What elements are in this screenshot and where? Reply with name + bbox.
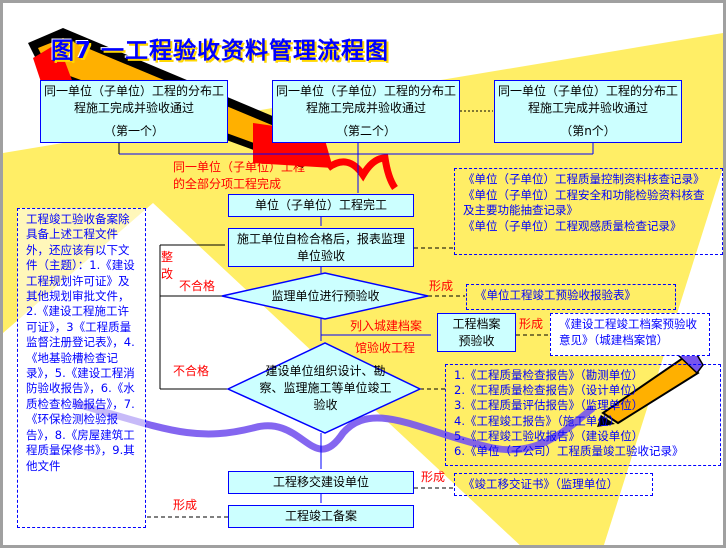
label-archive-1: 列入城建档案: [350, 319, 423, 333]
report-item: 2.《工程质量检查报告》（设计单位）: [454, 383, 644, 398]
top-box-sub: （第一个）: [103, 124, 164, 138]
label-form-3: 形成: [421, 470, 446, 484]
top-box-2: 同一单位（子单位）工程的分布工程施工完成并验收通过 （第二个）: [272, 80, 460, 143]
report-item: 3.《工程质量评估报告》（监理单位）: [454, 398, 644, 413]
decision-pre-accept: [221, 272, 429, 320]
box-completed: 单位（子单位）工程完工: [228, 194, 414, 217]
report-item: 1.《工程质量检查报告》（勘测单位）: [454, 368, 644, 382]
report-item: 6.《单位（子公司）工程质量竣工验收记录》: [454, 444, 684, 459]
label-form-1: 形成: [429, 279, 454, 293]
top-box-sub: （第n个）: [560, 124, 616, 138]
top-box-1: 同一单位（子单位）工程的分布工程施工完成并验收通过 （第一个）: [40, 80, 228, 143]
reports-list: 1.《工程质量检查报告》（勘测单位） 2.《工程质量检查报告》（设计单位） 3.…: [445, 364, 721, 466]
label-form-4: 形成: [173, 498, 198, 512]
label-rectify: 整改: [161, 250, 174, 281]
handover-cert: 《竣工移交证书》（监理单位）: [454, 473, 653, 496]
note-filing-docs: 工程竣工验收备案除具备上述工程文件外，还应该有以下文件（主题）：1.《建设工程规…: [17, 208, 146, 528]
label-fail-2: 不合格: [173, 364, 210, 378]
final-accept-text: 建设单位组织设计、勘察、监理施工等单位竣工验收: [259, 364, 392, 412]
label-fail-1: 不合格: [179, 279, 216, 293]
label-all-done: 同一单位（子单位）工程的全部分项工程完成: [173, 160, 306, 191]
box-filing: 工程竣工备案: [228, 505, 414, 528]
top-box-sub: （第二个）: [335, 124, 396, 138]
record-item: 《单位（子单位）工程质量控制资料核查记录》: [463, 172, 705, 186]
archive-opinion: 《建设工程竣工档案预验收意见》（城建档案馆）: [550, 313, 710, 356]
record-item: 《单位（子单位）工程安全和功能检验资料核查及主要功能抽查记录》: [463, 187, 705, 218]
box-self-check: 施工单位自检合格后，报表监理单位验收: [228, 228, 414, 267]
pre-accept-text: 监理单位进行预验收: [271, 289, 380, 303]
report-item: 4.《工程竣工报告》（施工单位）: [454, 413, 621, 428]
page-title: 图7 一工程验收资料管理流程图: [51, 38, 390, 64]
report-item: 5.《工程竣工验收报告》（建设单位）: [454, 428, 644, 443]
top-box-3: 同一单位（子单位）工程的分布工程施工完成并验收通过 （第n个）: [494, 80, 682, 143]
decision-final-accept: [226, 342, 422, 434]
top-box-text: 同一单位（子单位）工程的分布工程施工完成并验收通过: [275, 84, 456, 115]
box-handover: 工程移交建设单位: [228, 471, 414, 494]
label-archive-2: 馆验收工程: [355, 341, 416, 355]
pencil-icon: [597, 347, 704, 427]
pre-report: 《单位工程竣工预验收报验表》: [466, 284, 676, 310]
box-archive-pre: 工程档案预验收: [437, 313, 516, 352]
top-box-text: 同一单位（子单位）工程的分布工程施工完成并验收通过: [43, 84, 224, 115]
label-form-2: 形成: [519, 317, 544, 331]
record-item: 《单位（子单位）工程观感质量检查记录》: [463, 218, 682, 233]
slide: 图7 一工程验收资料管理流程图 同一单位（子单位）工程的分布工程施工完成并验收通…: [3, 3, 723, 545]
top-box-text: 同一单位（子单位）工程的分布工程施工完成并验收通过: [497, 84, 678, 115]
records-list: 《单位（子单位）工程质量控制资料核查记录》 《单位（子单位）工程安全和功能检验资…: [454, 168, 723, 255]
